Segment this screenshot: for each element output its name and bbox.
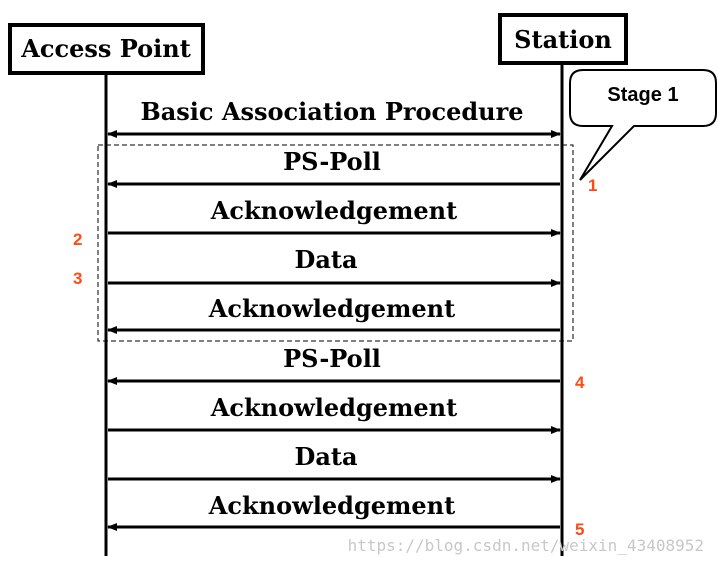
message-label-ack-1: Acknowledgement	[210, 196, 457, 225]
message-arrows	[107, 130, 561, 531]
message-label-ack-3: Acknowledgement	[210, 393, 457, 422]
step-number-2: 2	[73, 230, 82, 249]
message-label-data-2: Data	[295, 442, 358, 471]
message-label-ps-poll-2: PS-Poll	[283, 344, 381, 373]
message-labels: Basic Association Procedure PS-Poll Ackn…	[140, 97, 523, 520]
message-label-ps-poll-1: PS-Poll	[283, 147, 381, 176]
station-label: Station	[514, 25, 612, 54]
step-number-5: 5	[575, 520, 584, 539]
message-label-ack-4: Acknowledgement	[208, 491, 455, 520]
message-label-data-1: Data	[295, 245, 358, 274]
watermark: https://blog.csdn.net/weixin_43408952	[348, 536, 704, 555]
stage-1-group-box	[97, 144, 574, 342]
message-label-basic-association: Basic Association Procedure	[140, 97, 523, 126]
stage-1-callout-label: Stage 1	[607, 84, 678, 106]
stage-1-callout-bubble	[569, 69, 717, 181]
step-number-4: 4	[575, 373, 585, 392]
step-numbers: 1 2 3 4 5	[73, 176, 597, 539]
access-point-label: Access Point	[20, 34, 191, 63]
step-number-3: 3	[73, 269, 82, 288]
step-number-1: 1	[588, 176, 597, 195]
message-label-ack-2: Acknowledgement	[208, 294, 455, 323]
